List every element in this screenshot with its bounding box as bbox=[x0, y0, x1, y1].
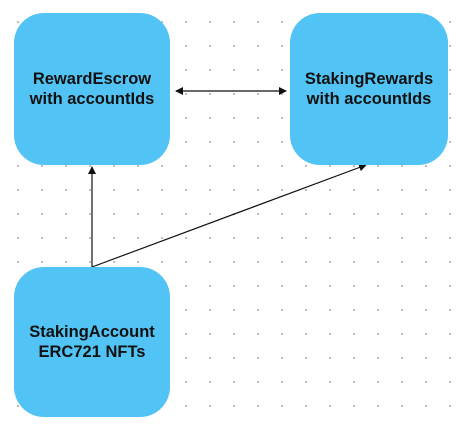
node-staking-rewards[interactable]: StakingRewards with accountIds bbox=[290, 13, 448, 165]
node-staking-account-subtitle: ERC721 NFTs bbox=[38, 343, 146, 361]
node-staking-account-title: StakingAccount bbox=[29, 323, 155, 341]
edge-account-to-rewards bbox=[91, 163, 367, 268]
node-reward-escrow-subtitle: with accountIds bbox=[29, 90, 155, 108]
node-staking-account[interactable]: StakingAccount ERC721 NFTs bbox=[14, 267, 170, 417]
node-reward-escrow[interactable]: RewardEscrow with accountIds bbox=[14, 13, 170, 165]
node-reward-escrow-title: RewardEscrow bbox=[32, 70, 152, 88]
node-staking-rewards-subtitle: with accountIds bbox=[306, 90, 432, 108]
node-staking-rewards-title: StakingRewards bbox=[304, 70, 434, 88]
